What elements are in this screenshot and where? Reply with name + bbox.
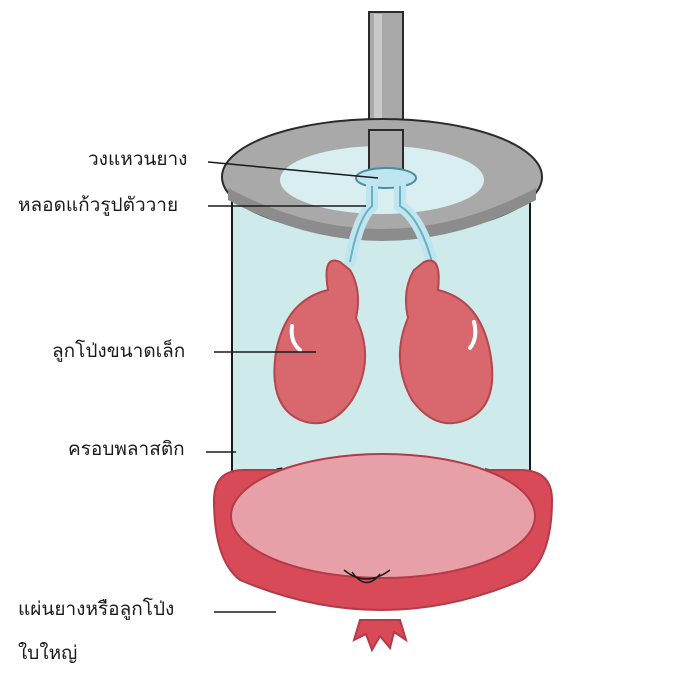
rubber-sheet-knot: [352, 619, 408, 653]
label-small-balloons: ลูกโป่งขนาดเล็ก: [52, 340, 186, 362]
label-plastic-bell: ครอบพลาสติก: [68, 438, 185, 460]
rod-lower: [368, 129, 404, 175]
rubber-sheet-top: [230, 453, 536, 579]
label-y-tube: หลอดแก้วรูปตัววาย: [18, 194, 179, 216]
left-balloon: [273, 259, 366, 425]
rubber-ring: [355, 167, 417, 189]
label-rubber-sheet-line1: แผ่นยางหรือลูกโป่ง: [18, 598, 175, 620]
rod-highlight: [374, 14, 382, 170]
right-balloon-highlight: [468, 320, 478, 350]
label-rubber-ring: วงแหวนยาง: [88, 148, 188, 170]
rubber-sheet-crease: [343, 569, 391, 584]
right-balloon: [399, 259, 494, 425]
lid-shadow: [228, 188, 536, 241]
left-balloon-highlight: [289, 324, 302, 352]
leader-rubber-ring: [207, 161, 379, 179]
y-tube-outline: [349, 186, 433, 263]
label-rubber-sheet-line2: ใบใหญ่: [18, 642, 78, 664]
